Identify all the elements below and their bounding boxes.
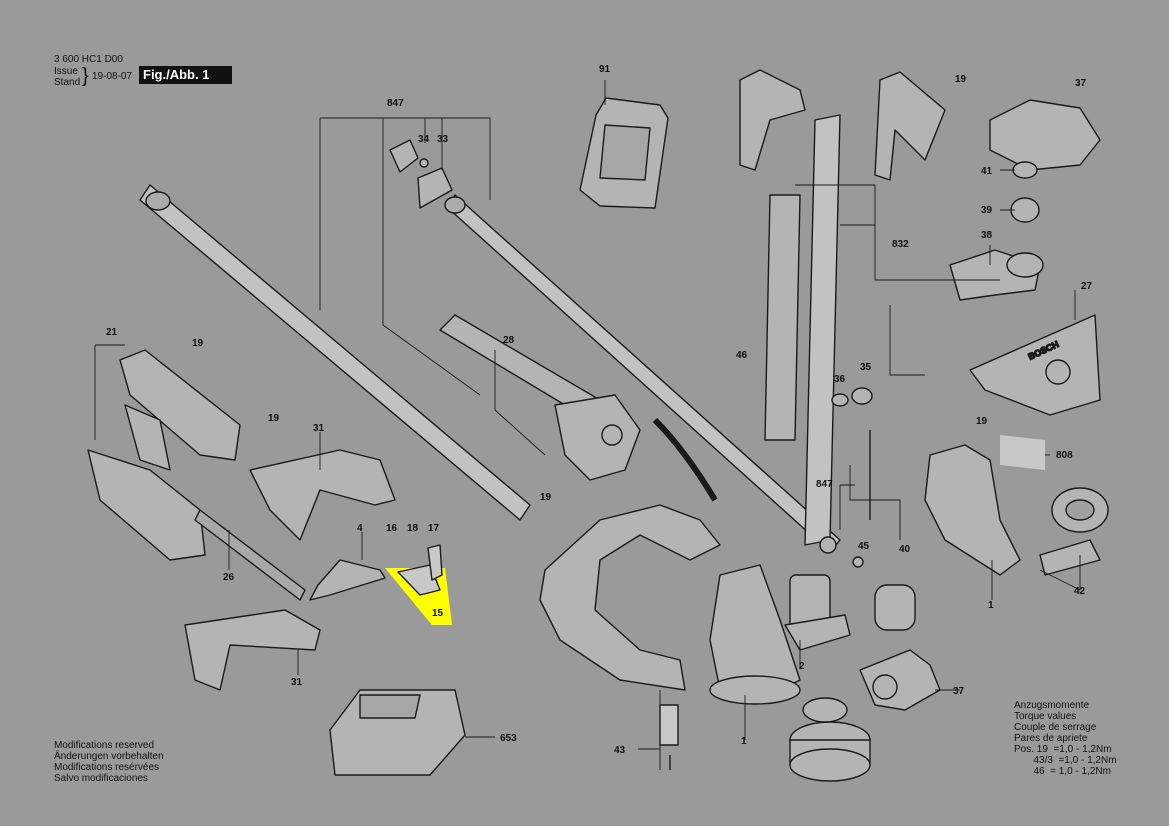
- parts-35-36: [831, 387, 873, 407]
- upper-shaft-part: [764, 114, 841, 546]
- label-808: 808: [1056, 450, 1073, 461]
- motor-housing-part-1: [709, 564, 801, 705]
- label-45: 45: [858, 541, 870, 552]
- label-16: 16: [386, 523, 398, 534]
- label-42: 42: [1074, 586, 1086, 597]
- label-37-bottom: 37: [953, 686, 965, 697]
- label-40: 40: [899, 544, 911, 555]
- label-46: 46: [736, 350, 748, 361]
- torque-row: Pos. 19 =1,0 - 1,2Nm: [1014, 744, 1112, 755]
- label-33: 33: [437, 134, 449, 145]
- stand-label: Stand: [54, 77, 81, 88]
- doc-number: 3 600 HC1 D00: [54, 54, 123, 65]
- label-18: 18: [407, 523, 419, 534]
- guard-part: [539, 504, 721, 691]
- cable-part: [819, 430, 871, 568]
- torque-values-block: Anzugsmomente Torque values Couple de se…: [1014, 700, 1117, 777]
- label-31-bottom: 31: [291, 677, 303, 688]
- label-2: 2: [799, 661, 805, 672]
- wheel-part-42: [1039, 487, 1109, 576]
- label-4: 4: [357, 523, 363, 534]
- highlighted-part-15: [385, 544, 452, 625]
- strip-part-26: [194, 509, 306, 601]
- torque-heading: Couple de serrage: [1014, 722, 1097, 733]
- issue-date: 19-08-07: [92, 71, 133, 82]
- top-handle-parts: [739, 69, 946, 181]
- label-19-top: 19: [955, 74, 967, 85]
- label-35: 35: [860, 362, 872, 373]
- handle-part-31-top: [249, 449, 396, 541]
- modifications-notes: Modifications reserved Änderungen vorbeh…: [54, 740, 164, 784]
- figure-label: Fig./Abb. 1: [139, 66, 232, 84]
- label-41: 41: [981, 166, 993, 177]
- label-28: 28: [503, 335, 515, 346]
- torque-row: 43/3 =1,0 - 1,2Nm: [1014, 755, 1117, 766]
- label-832: 832: [892, 239, 909, 250]
- shaft-clamp-parts: [389, 139, 453, 209]
- label-31-top: 31: [313, 423, 325, 434]
- handle-part-31-bottom: [184, 609, 321, 691]
- spool-cap-part-40: [874, 584, 916, 631]
- cover-part-37-bottom: [859, 649, 941, 711]
- label-19-b: 19: [192, 338, 204, 349]
- housing-part-38: [949, 249, 1044, 301]
- torque-heading: Anzugsmomente: [1014, 700, 1090, 711]
- charger-part-653: [329, 689, 466, 776]
- label-37-top: 37: [1075, 78, 1087, 89]
- label-26: 26: [223, 572, 235, 583]
- lower-shaft-part: [139, 184, 531, 521]
- torque-heading: Torque values: [1014, 711, 1077, 722]
- label-19-c: 19: [268, 413, 280, 424]
- label-15: 15: [432, 608, 444, 619]
- label-847-right: 847: [816, 479, 833, 490]
- torque-heading: Pares de apriete: [1014, 733, 1088, 744]
- handle-grip-part: [439, 314, 641, 481]
- label-36: 36: [834, 374, 846, 385]
- note-line: Änderungen vorbehalten: [54, 751, 164, 762]
- housing-part-21: [87, 349, 241, 561]
- leader-lines: [94, 80, 1081, 770]
- motor-part-2: [784, 574, 851, 651]
- label-847-top: 847: [387, 98, 404, 109]
- cover-part-37-top: [989, 99, 1101, 223]
- label-34: 34: [418, 134, 430, 145]
- battery-pack-part: [579, 97, 669, 209]
- brace: }: [82, 65, 89, 87]
- cover-part-27: BOSCH: [969, 314, 1101, 416]
- note-line: Modifications reserved: [54, 740, 155, 751]
- label-91: 91: [599, 64, 611, 75]
- note-line: Modifications resérvées: [54, 762, 160, 773]
- label-1-bottom: 1: [741, 736, 747, 747]
- part-number-labels: 91 847 34 33 19 37 41 39 38 832 27 21 19…: [106, 64, 1093, 756]
- label-653: 653: [500, 733, 517, 744]
- label-38: 38: [981, 230, 993, 241]
- label-27: 27: [1081, 281, 1093, 292]
- label-39: 39: [981, 205, 993, 216]
- label-19-mid: 19: [540, 492, 552, 503]
- note-line: Salvo modificaciones: [54, 773, 148, 784]
- switch-lever-part-4: [309, 559, 386, 601]
- torque-row: 46 = 1,0 - 1,2Nm: [1014, 766, 1111, 777]
- middle-shaft-part: [444, 194, 841, 553]
- housing-part-1-right: [924, 444, 1021, 576]
- label-21: 21: [106, 327, 118, 338]
- label-17: 17: [428, 523, 440, 534]
- issue-label: Issue: [54, 66, 78, 77]
- part-43: [659, 704, 679, 770]
- label-19-d: 19: [976, 416, 988, 427]
- spool-part: [789, 697, 871, 782]
- label-1-right: 1: [988, 600, 994, 611]
- label-plate-808: [1000, 435, 1045, 470]
- label-43: 43: [614, 745, 626, 756]
